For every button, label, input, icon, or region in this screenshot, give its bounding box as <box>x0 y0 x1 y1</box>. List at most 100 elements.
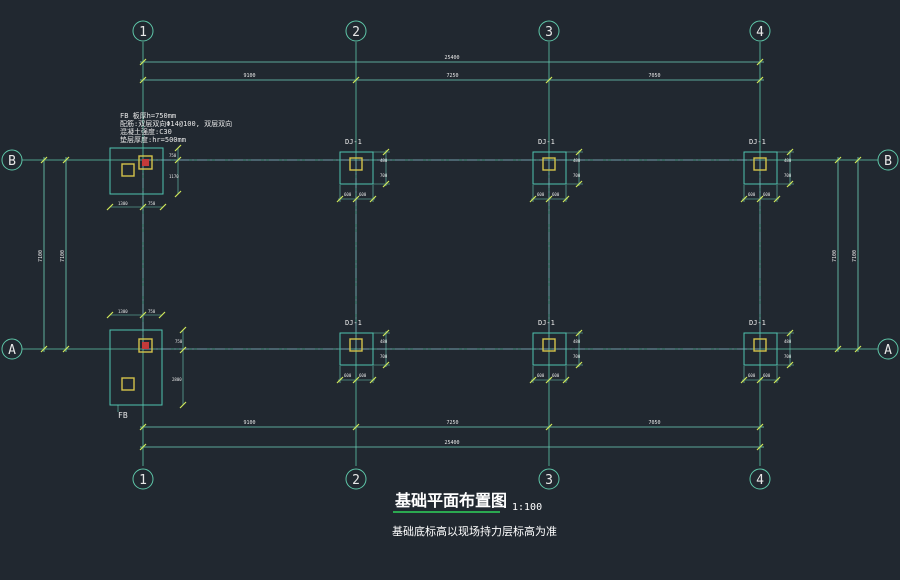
footing-A-760-dim-side-label: 480 <box>784 339 792 344</box>
fb-tick <box>106 311 114 319</box>
footing-B-356-tick <box>352 195 360 203</box>
footing-B-760-tick <box>756 195 764 203</box>
footing-A-356-tag: DJ-1 <box>345 319 362 327</box>
fb-tick <box>179 346 187 354</box>
footing-A-356-dim-side-label: 480 <box>380 339 388 344</box>
fb-tick <box>106 203 114 211</box>
footing-A-549-dim-side-label: 700 <box>573 354 581 359</box>
fb-b-dim-side-label: 1170 <box>169 174 179 179</box>
drawing-scale: 1:100 <box>512 502 542 513</box>
footing-B-549-tag: DJ-1 <box>538 138 555 146</box>
fb-a-dim-side-label: 750 <box>175 339 183 344</box>
fb-tick <box>179 326 187 334</box>
fb-footing-a-column <box>138 338 153 353</box>
fb-footing-b-pad <box>109 147 164 195</box>
dim-tick <box>352 76 360 84</box>
drawing-note: 基础底标高以现场持力层标高为准 <box>392 524 557 538</box>
footing-A-549-dim-bottom-label: 600 <box>552 373 560 378</box>
footing-A-549-tick <box>575 329 583 337</box>
axis-bubble-A <box>1 338 23 360</box>
footing-B-760-tick <box>740 195 748 203</box>
dim-tick <box>40 345 48 353</box>
dim-tick <box>756 443 764 451</box>
dim-tick <box>139 76 147 84</box>
footing-A-760-tick <box>786 361 794 369</box>
dim-vertical-label-right-outer: 7100 <box>852 250 858 262</box>
axis-bubble-B <box>877 149 899 171</box>
axis-bubble-3 <box>538 20 560 42</box>
fb-footing-b-column-2 <box>121 163 135 177</box>
footing-B-760-tick <box>786 148 794 156</box>
dim-total-label-bottom: 25400 <box>444 440 459 446</box>
footing-B-356-tag: DJ-1 <box>345 138 362 146</box>
footing-B-549-pad <box>532 151 567 185</box>
axis-label-2: 2 <box>352 25 360 40</box>
footing-A-356-dim-bottom-label: 600 <box>344 373 352 378</box>
footing-A-549-tick <box>529 376 537 384</box>
axis-bubble-4 <box>749 468 771 490</box>
axis-label-1: 1 <box>139 25 147 40</box>
fb-a-dim-side-label: 2800 <box>172 377 182 382</box>
dim-span-label-top: 7250 <box>446 73 458 79</box>
footing-B-356-tick <box>369 195 377 203</box>
footing-A-760-dim-bottom-label: 600 <box>748 373 756 378</box>
footing-B-549-column <box>542 157 556 171</box>
footing-B-760-dim-bottom-label: 600 <box>763 192 771 197</box>
dim-vertical-label-left-inner: 7100 <box>60 250 66 262</box>
footing-A-356-column <box>349 338 363 352</box>
footing-B-549-tick <box>575 180 583 188</box>
footing-A-356-tick <box>382 329 390 337</box>
footing-B-356-pad <box>339 151 374 185</box>
axis-label-A: A <box>8 343 16 358</box>
footing-B-356-column <box>349 157 363 171</box>
fb-note-line-3: 混凝土强度:C30 <box>120 127 172 136</box>
axis-bubble-B <box>1 149 23 171</box>
dim-tick <box>62 156 70 164</box>
drawing-title: 基础平面布置图 <box>394 491 507 510</box>
footing-B-356-dim-side-label: 700 <box>380 173 388 178</box>
footing-A-549-dim-bottom-label: 600 <box>537 373 545 378</box>
footing-B-549-tick <box>575 148 583 156</box>
footing-B-549-dim-side-label: 480 <box>573 158 581 163</box>
dim-tick <box>545 423 553 431</box>
footing-B-760-pad <box>743 151 778 185</box>
footing-B-549-dim-bottom-label: 600 <box>537 192 545 197</box>
footing-A-549-tick <box>545 376 553 384</box>
fb-footing-b-column-core <box>142 159 149 166</box>
footing-A-549-tick <box>575 361 583 369</box>
footing-A-760-tick <box>740 376 748 384</box>
dim-tick <box>545 76 553 84</box>
footing-A-356-pad <box>339 332 374 366</box>
dim-tick <box>834 156 842 164</box>
footing-A-549-pad <box>532 332 567 366</box>
footing-B-549-tick <box>562 195 570 203</box>
dim-total-label-top: 25400 <box>444 55 459 61</box>
dim-vertical-label-left-outer: 7100 <box>38 250 44 262</box>
fb-tick <box>174 144 182 152</box>
axis-label-3: 3 <box>545 473 553 488</box>
footing-A-760-dim-side-label: 700 <box>784 354 792 359</box>
footing-B-760-tick <box>786 180 794 188</box>
fb-tick <box>179 401 187 409</box>
dim-tick <box>139 443 147 451</box>
footing-B-549-dim-side-label: 700 <box>573 173 581 178</box>
footing-A-760-column <box>753 338 767 352</box>
footing-A-760-pad <box>743 332 778 366</box>
footing-B-549-tick <box>545 195 553 203</box>
fb-b-dim-side-label: 750 <box>169 153 177 158</box>
axis-bubble-1 <box>132 468 154 490</box>
footing-A-356-tick <box>352 376 360 384</box>
footing-B-760-dim-bottom-label: 600 <box>748 192 756 197</box>
fb-note-line-2: 配筋:双层双向Φ14@100, 双层双向 <box>120 119 232 128</box>
fb-tick <box>139 203 147 211</box>
dim-tick <box>62 345 70 353</box>
dim-tick <box>756 76 764 84</box>
fb-note-line-4: 垫层厚度:hr=500mm <box>120 135 186 144</box>
axis-bubble-3 <box>538 468 560 490</box>
fb-footing-a-column-2 <box>121 377 135 391</box>
footing-A-356-tick <box>382 361 390 369</box>
footing-A-549-column <box>542 338 556 352</box>
